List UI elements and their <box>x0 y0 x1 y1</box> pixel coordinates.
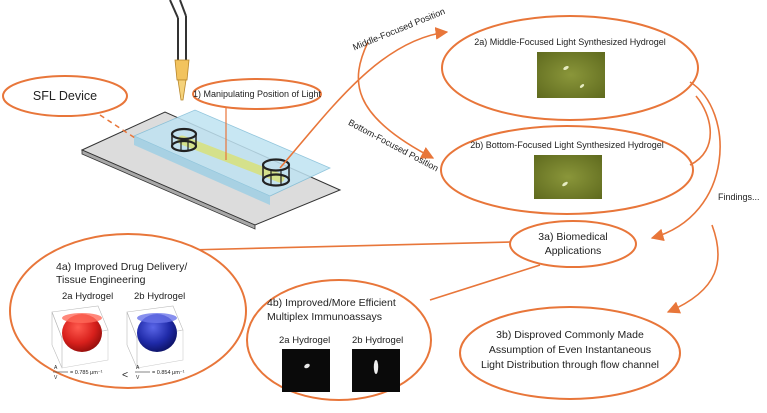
to-4b-connector <box>429 264 541 301</box>
middle-focused-label: Middle-Focused Position <box>351 6 446 52</box>
findings-arrow-3a <box>650 81 721 242</box>
hydrogel-2b-title: 2b) Bottom-Focused Light Synthesized Hyd… <box>470 140 664 150</box>
ratio-b-value: = 0.854 μm⁻¹ <box>152 370 185 376</box>
hydrogel-2b-oval: 2b) Bottom-Focused Light Synthesized Hyd… <box>440 125 694 215</box>
svg-text:A: A <box>54 365 58 371</box>
svg-text:V: V <box>54 375 58 381</box>
blue-hydrogel-render <box>126 305 184 369</box>
drug-delivery-oval: 4a) Improved Drug Delivery/ Tissue Engin… <box>9 233 247 389</box>
svg-text:A: A <box>136 365 140 371</box>
app-3a-line1: 3a) Biomedical <box>538 231 607 243</box>
sfl-device-oval: SFL Device <box>2 75 128 117</box>
ratio-a-value: = 0.785 μm⁻¹ <box>70 370 103 376</box>
bottom-focused-arrow <box>357 41 435 159</box>
inlet-port <box>170 127 198 153</box>
hydrogel-2a-micrograph <box>537 52 605 98</box>
findings-arrow-3b <box>666 224 719 314</box>
outlet-port <box>261 158 291 187</box>
box-3b-line2: Assumption of Even Instantaneous <box>489 344 651 356</box>
box-4a-gel-a-label: 2a Hydrogel <box>62 291 113 302</box>
less-than-sign: < <box>122 369 128 381</box>
red-hydrogel-render <box>51 305 109 369</box>
light-pipette <box>169 0 190 101</box>
to-4a-connector <box>187 241 511 251</box>
box-4a-line2: Tissue Engineering <box>56 274 146 286</box>
bottom-focused-label: Bottom-Focused Position <box>347 117 440 173</box>
box-4b-gel-b-label: 2b Hydrogel <box>352 335 403 346</box>
hydrogel-2a-title: 2a) Middle-Focused Light Synthesized Hyd… <box>474 37 666 47</box>
box-4b-line1: 4b) Improved/More Efficient <box>267 297 396 309</box>
middle-focused-arrow <box>279 27 449 169</box>
box-4a-gel-b-label: 2b Hydrogel <box>134 291 185 302</box>
box-3b-line3: Light Distribution through flow channel <box>481 359 659 371</box>
ratio-b-formula: A V = 0.854 μm⁻¹ <box>135 365 185 381</box>
findings-connector <box>689 95 712 166</box>
device-pointer <box>99 114 136 139</box>
box-3b-line1: 3b) Disproved Commonly Made <box>496 329 644 341</box>
svg-text:V: V <box>136 375 140 381</box>
box-4b-gel-a-label: 2a Hydrogel <box>279 335 330 346</box>
ratio-a-formula: A V = 0.785 μm⁻¹ <box>53 365 103 381</box>
hydrogel-2a-oval: 2a) Middle-Focused Light Synthesized Hyd… <box>441 15 699 121</box>
immunoassay-oval: 4b) Improved/More Efficient Multiplex Im… <box>246 279 432 401</box>
disproved-assumption-oval: 3b) Disproved Commonly Made Assumption o… <box>459 306 681 400</box>
step1-label: 1) Manipulating Position of Light <box>193 89 322 99</box>
immunoassay-2a-image <box>282 349 330 392</box>
box-4b-line2: Multiplex Immunoassays <box>267 311 382 323</box>
step1-oval: 1) Manipulating Position of Light <box>192 78 322 110</box>
findings-label: Findings... <box>718 192 760 202</box>
sfl-device-label: SFL Device <box>33 89 97 103</box>
app-3a-line2: Applications <box>545 245 602 257</box>
hydrogel-2b-micrograph <box>534 155 602 199</box>
sfl-device-illustration <box>80 0 342 230</box>
biomedical-applications-oval: 3a) Biomedical Applications <box>509 220 637 268</box>
box-4a-line1: 4a) Improved Drug Delivery/ <box>56 261 187 273</box>
